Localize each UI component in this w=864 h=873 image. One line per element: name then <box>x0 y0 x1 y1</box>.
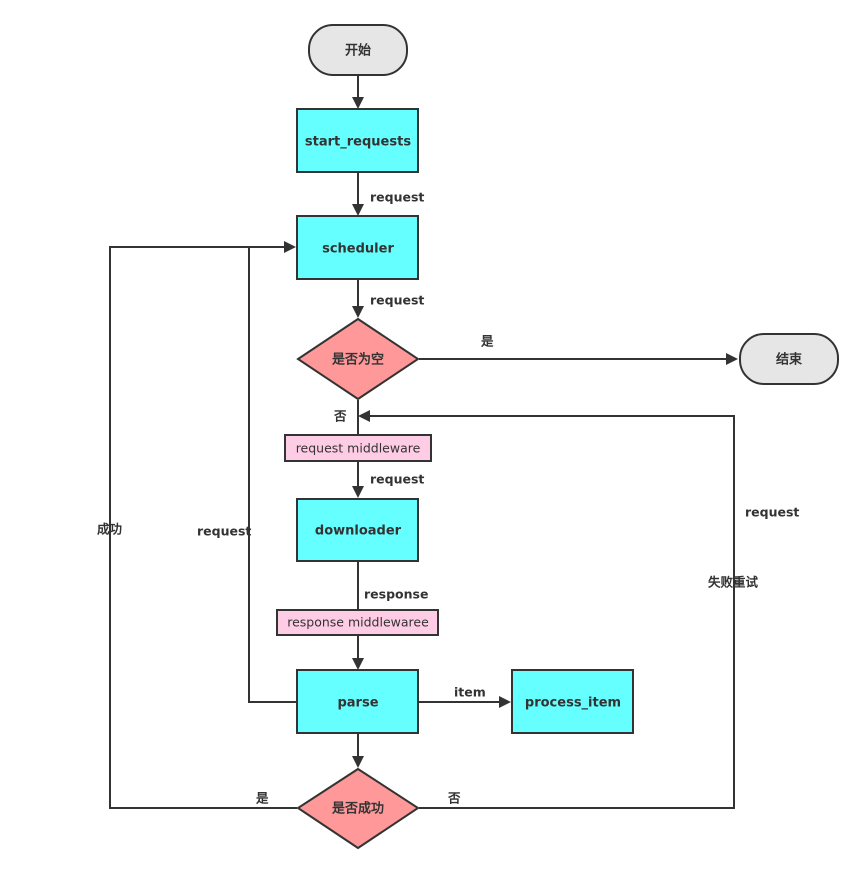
start-requests-label: start_requests <box>305 135 411 150</box>
nodes: 开始 start_requests scheduler 是否为空 结束 requ… <box>276 24 839 850</box>
edge-label-success: 成功 <box>97 522 122 537</box>
arrow-head <box>284 241 296 253</box>
is-empty-decision <box>296 317 420 401</box>
parse-label: parse <box>337 696 378 711</box>
edge-label-request-loop: request <box>197 524 251 539</box>
scheduler-label: scheduler <box>322 242 394 257</box>
process-item-label: process_item <box>525 696 621 711</box>
start-label: 开始 <box>345 43 371 59</box>
edge-label-response: response <box>364 587 428 602</box>
edge-label-request-1: request <box>370 190 424 205</box>
arrow-head <box>352 97 364 109</box>
edge-label-no-success: 否 <box>447 791 461 806</box>
is-empty-label: 是否为空 <box>331 352 384 368</box>
start-requests-box <box>296 108 419 173</box>
end-label: 结束 <box>776 352 803 368</box>
scheduler-box <box>296 215 419 280</box>
request-middleware-label: request middleware <box>296 441 421 456</box>
parse-box <box>296 669 419 734</box>
edge-label-yes-success: 是 <box>255 791 269 806</box>
arrow-head <box>499 696 511 708</box>
edge-label-retry-request: request <box>745 505 799 520</box>
edge-parse-to-scheduler <box>248 246 297 703</box>
downloader-label: downloader <box>315 524 402 539</box>
edge-label-request-2: request <box>370 293 424 308</box>
arrow-head <box>726 353 738 365</box>
request-middleware-box <box>284 434 432 462</box>
response-middleware-box <box>276 609 439 636</box>
edge-is-success-to-scheduler <box>109 246 297 809</box>
process-item-box <box>511 669 634 734</box>
arrow-head <box>352 306 364 318</box>
arrow-head <box>352 486 364 498</box>
response-middleware-label: response middlewaree <box>287 615 429 630</box>
start-terminal <box>308 24 408 76</box>
is-success-decision <box>296 767 420 850</box>
arrow-head <box>352 658 364 670</box>
edge-label-item: item <box>454 685 486 700</box>
arrow-head <box>358 410 370 422</box>
is-success-label: 是否成功 <box>331 801 384 817</box>
edge-labels: request request 是 否 request response ite… <box>97 190 799 806</box>
edge-label-retry-fail: 失败重试 <box>708 575 759 590</box>
edge-label-no-empty: 否 <box>333 409 347 424</box>
edge-label-yes-empty: 是 <box>480 334 494 349</box>
edges <box>109 76 738 809</box>
downloader-box <box>296 498 419 562</box>
end-terminal <box>739 333 839 385</box>
arrow-head <box>352 204 364 216</box>
edge-is-success-retry <box>370 415 735 809</box>
edge-label-request-3: request <box>370 472 424 487</box>
arrow-head <box>352 756 364 768</box>
